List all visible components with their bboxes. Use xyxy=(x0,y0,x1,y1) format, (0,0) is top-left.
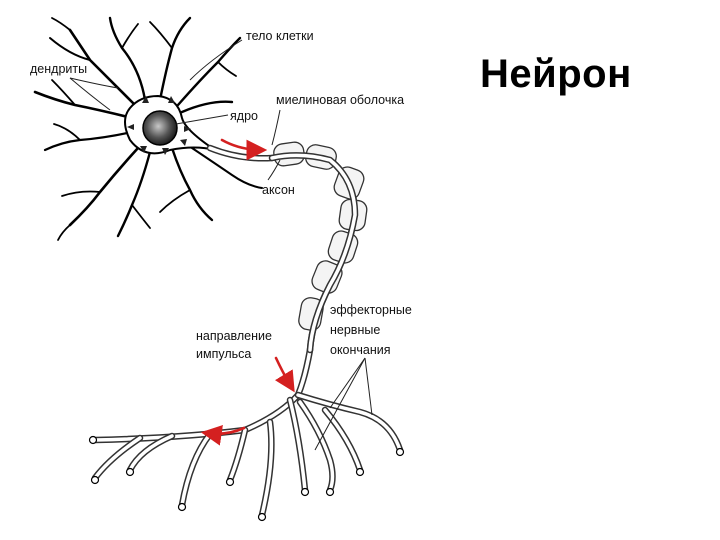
dendrites-group xyxy=(33,16,263,241)
label-impulse-2: импульса xyxy=(196,347,251,361)
myelin-sheath xyxy=(268,141,368,354)
impulse-arrow-bottom xyxy=(200,425,246,446)
label-effector-3: окончания xyxy=(330,343,391,357)
impulse-arrow-top xyxy=(220,138,268,161)
labels: тело клетки дендриты ядро миелиновая обо… xyxy=(30,29,412,361)
soma-markers xyxy=(127,96,191,155)
nucleus xyxy=(142,110,178,146)
label-myelin: миелиновая оболочка xyxy=(276,93,404,107)
axon-terminals xyxy=(88,391,405,522)
impulse-arrows xyxy=(200,138,295,446)
label-axon: аксон xyxy=(262,183,295,197)
label-impulse-1: направление xyxy=(196,329,272,343)
label-effector-2: нервные xyxy=(330,323,380,337)
label-effector-1: эффекторные xyxy=(330,303,412,317)
label-nucleus: ядро xyxy=(230,109,258,123)
slide-title: Нейрон xyxy=(480,52,632,96)
impulse-arrow-middle xyxy=(274,356,295,393)
label-dendrites: дендриты xyxy=(30,62,87,76)
leader-lines xyxy=(69,39,373,451)
label-cell-body: тело клетки xyxy=(246,29,314,43)
axon xyxy=(91,144,359,444)
